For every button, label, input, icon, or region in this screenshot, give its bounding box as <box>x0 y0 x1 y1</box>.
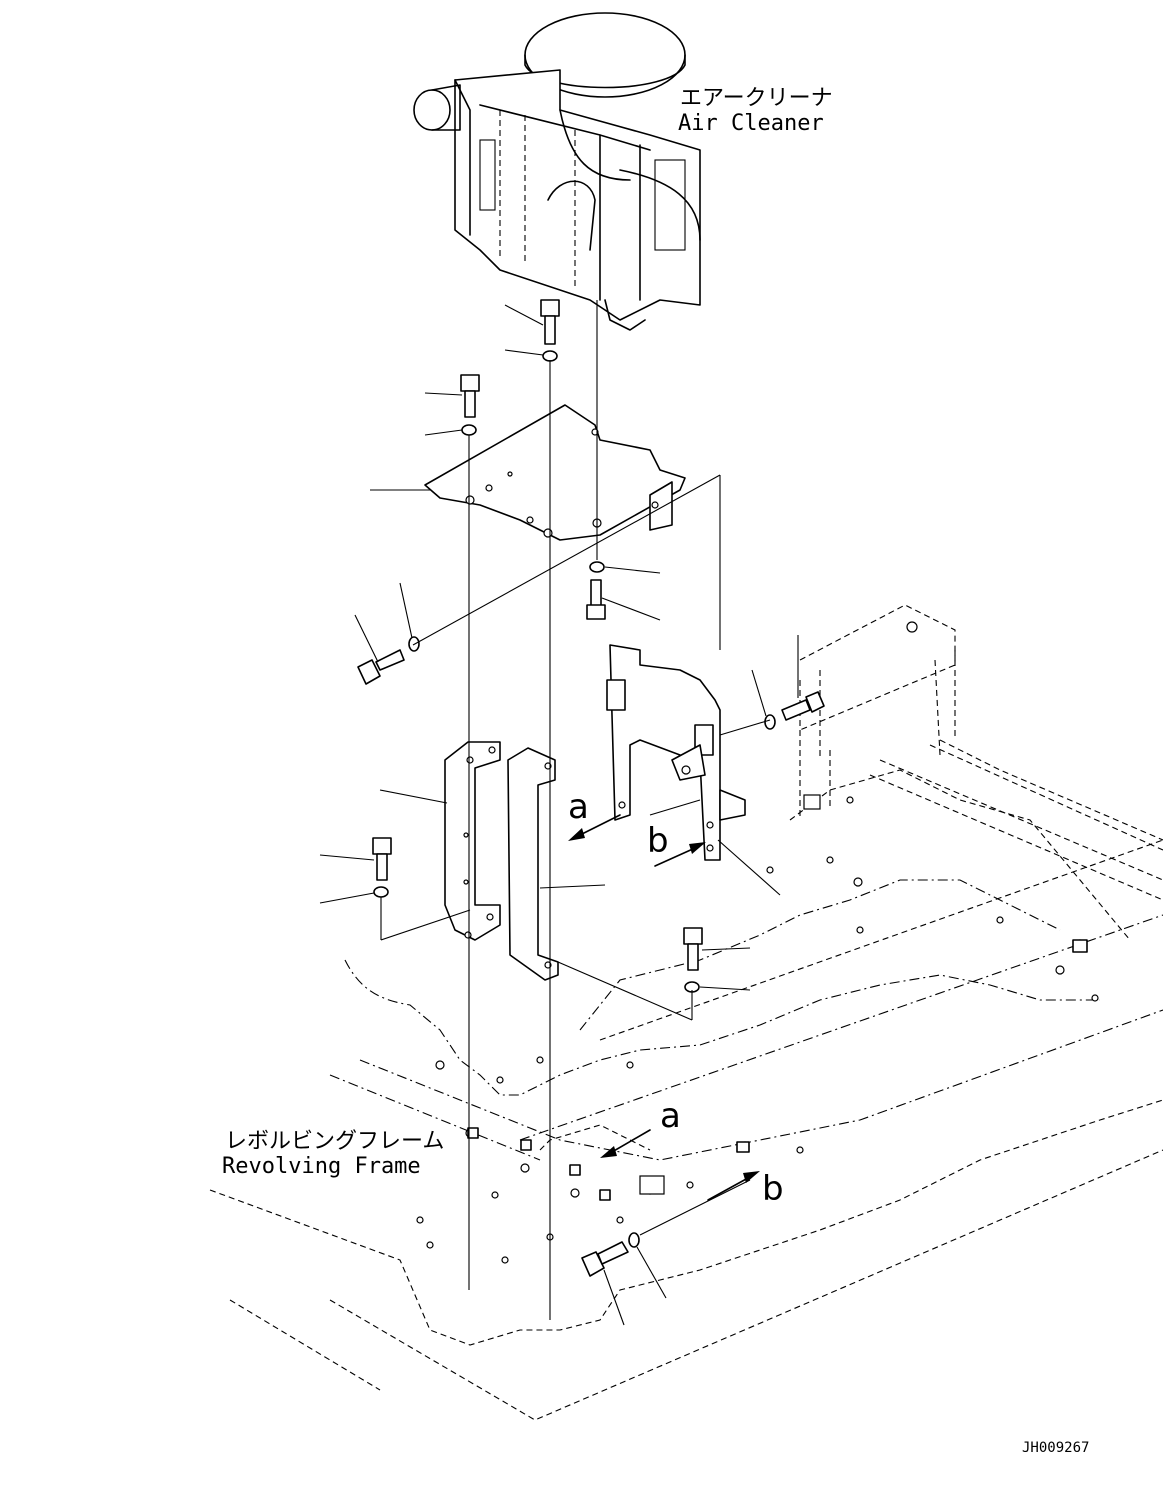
view-marker-a-lower: a <box>660 1096 681 1136</box>
washer-icon <box>764 714 776 730</box>
washer-icon <box>628 1232 640 1248</box>
view-arrows <box>568 814 760 1201</box>
bolt-icon <box>586 579 606 620</box>
washer-icon <box>542 350 558 362</box>
air-cleaner-label-en: Air Cleaner <box>678 111 824 136</box>
drawing-code: JH009267 <box>1022 1440 1089 1456</box>
view-marker-b-lower: b <box>762 1169 784 1209</box>
bolt-icon <box>683 927 703 971</box>
left-stay <box>444 741 501 941</box>
revolving-frame-drawing <box>209 604 1163 1421</box>
right-bracket <box>606 644 746 861</box>
washer-icon <box>461 424 477 436</box>
view-marker-b-upper: b <box>647 821 669 861</box>
washer-icon <box>373 886 389 898</box>
air-cleaner-label-jp: エアークリーナ <box>680 86 833 111</box>
revolving-frame-label-en: Revolving Frame <box>222 1154 421 1179</box>
bolt-icon <box>581 1241 629 1277</box>
revolving-frame-label-jp: レボルビングフレーム <box>225 1129 444 1154</box>
bolt-icon <box>781 691 825 721</box>
air-cleaner-illustration <box>413 12 701 331</box>
washer-icon <box>589 561 605 573</box>
bolt-icon <box>540 299 560 345</box>
top-bracket-plate <box>424 404 686 541</box>
view-marker-a-upper: a <box>568 787 589 827</box>
bolt-icon <box>372 837 392 881</box>
bolt-icon <box>357 649 405 685</box>
bolts-and-washers <box>357 299 1088 1277</box>
nut-icon <box>467 939 1088 1201</box>
assembly-center-lines <box>380 300 771 1320</box>
leader-lines <box>319 304 799 1326</box>
bolt-icon <box>460 374 480 418</box>
